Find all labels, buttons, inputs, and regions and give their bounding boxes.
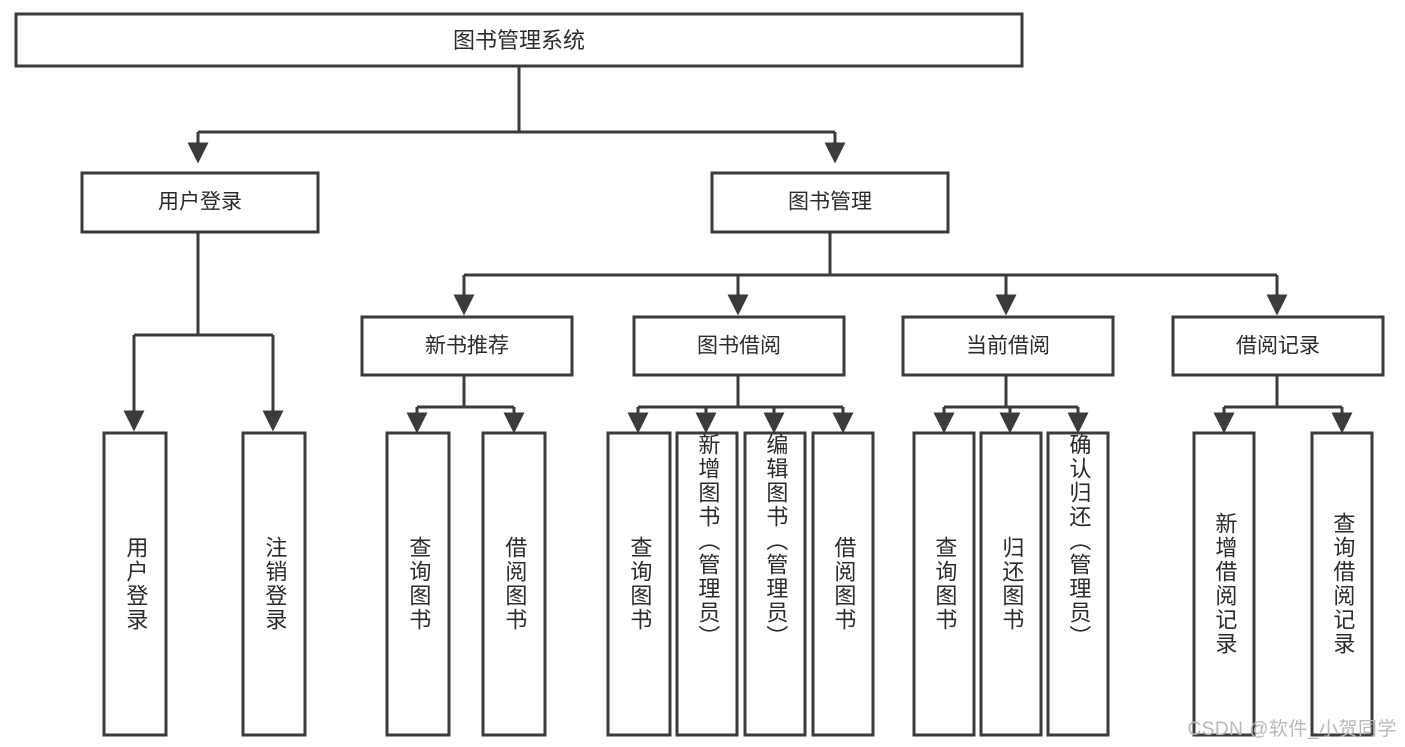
leaf-box-br-add-record[interactable] xyxy=(1192,431,1256,737)
connector-newbook-to-leaves xyxy=(406,375,525,434)
connector-root-to-level1 xyxy=(187,66,846,164)
leaf-box-bb-borrow-book[interactable] xyxy=(811,431,875,737)
leaf-box-bb-edit-book[interactable] xyxy=(743,431,807,737)
leaf-box-logout[interactable] xyxy=(241,431,307,737)
leaf-box-bb-add-book[interactable] xyxy=(675,431,739,737)
node-current-borrow[interactable]: 当前借阅 xyxy=(901,315,1115,377)
leaf-box-cb-query-book[interactable] xyxy=(912,431,976,737)
node-user-login-label: 用户登录 xyxy=(158,191,242,214)
leaf-box-nb-query-book[interactable] xyxy=(385,431,451,737)
node-book-management-label: 图书管理 xyxy=(788,191,872,214)
leaf-box-user-login[interactable] xyxy=(102,431,168,737)
node-root-book-management-system[interactable]: 图书管理系统 xyxy=(14,12,1024,68)
node-book-borrow[interactable]: 图书借阅 xyxy=(632,315,846,377)
connector-currentborrow-to-leaves xyxy=(933,375,1089,434)
node-borrow-record[interactable]: 借阅记录 xyxy=(1171,315,1385,377)
node-user-login[interactable]: 用户登录 xyxy=(80,171,320,234)
connector-borrowrecord-to-leaves xyxy=(1213,375,1353,434)
leaf-box-bb-query-book[interactable] xyxy=(606,431,672,737)
leaf-box-br-query-record[interactable] xyxy=(1310,431,1374,737)
node-book-borrow-label: 图书借阅 xyxy=(697,335,781,358)
node-new-book-recommend[interactable]: 新书推荐 xyxy=(360,315,574,377)
leaf-box-cb-return-book[interactable] xyxy=(979,431,1043,737)
connector-userlogin-to-leaves xyxy=(123,232,284,432)
leaf-box-cb-confirm-return[interactable] xyxy=(1046,431,1110,737)
node-book-management[interactable]: 图书管理 xyxy=(710,171,950,234)
node-borrow-record-label: 借阅记录 xyxy=(1236,335,1320,358)
leaf-box-nb-borrow-book[interactable] xyxy=(481,431,547,737)
csdn-watermark: CSDN @软件_小贺同学 xyxy=(1187,719,1397,740)
node-current-borrow-label: 当前借阅 xyxy=(966,335,1050,358)
connector-bookmanage-to-level2 xyxy=(453,232,1288,316)
connector-bookborrow-to-leaves xyxy=(627,375,854,434)
node-root-label: 图书管理系统 xyxy=(453,28,585,53)
node-new-book-recommend-label: 新书推荐 xyxy=(425,335,509,358)
